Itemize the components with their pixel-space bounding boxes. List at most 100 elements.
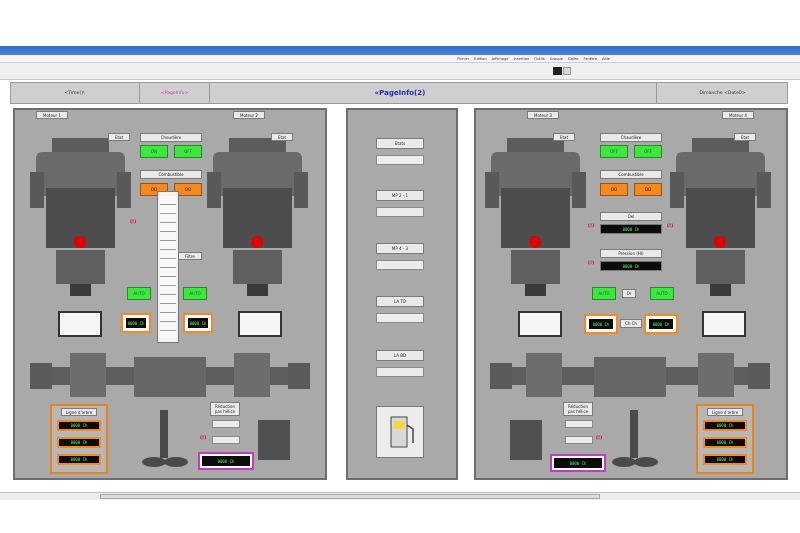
- ligne-value-r3: 0000 Ch: [703, 454, 747, 465]
- window-title-bar[interactable]: [0, 46, 800, 55]
- prop-value-box: 0000 Ch: [198, 452, 254, 470]
- menu-bar: Fichier Edition Affichage Insertion Outils Gr…: [0, 55, 800, 63]
- center-status-field[interactable]: [376, 260, 424, 270]
- oel-label: Oel: [600, 212, 662, 221]
- ligne-value-r2: 0000 Ch: [703, 437, 747, 448]
- ligne-value-3: 0000 Ch: [57, 454, 101, 465]
- center-status-field[interactable]: [376, 207, 424, 217]
- menu-item[interactable]: Insertion: [513, 56, 530, 61]
- gauge-3-value: 0000 Ch: [589, 319, 613, 329]
- combustible-label: Combustible: [140, 170, 202, 179]
- combustible-on-button-right[interactable]: OO: [600, 183, 628, 196]
- gearbox-assembly-right[interactable]: [490, 353, 770, 401]
- ligne-value-1: 0000 Ch: [57, 420, 101, 431]
- toolbar-icon[interactable]: [553, 67, 562, 75]
- header-date: Dimanche <Date0>: [656, 82, 788, 104]
- menu-item[interactable]: Fichier: [457, 56, 470, 61]
- header-bar: [10, 82, 788, 104]
- gauge-4-value: 0000 Ch: [649, 319, 673, 329]
- engine3-graphic[interactable]: [483, 138, 588, 296]
- pression-label: Pression (Hl): [600, 249, 662, 258]
- engine1-graphic[interactable]: [28, 138, 133, 296]
- propeller-icon: [140, 410, 190, 470]
- etat-label-3: Etat: [553, 133, 575, 141]
- gauge-2: 0000 Ch: [183, 313, 213, 333]
- filtre-label: Filtre: [178, 252, 202, 260]
- gauge-1: 0000 Ch: [121, 313, 151, 333]
- status-bar: [0, 492, 800, 500]
- auto-button-1[interactable]: AUTO: [127, 287, 151, 300]
- coupling-2: [238, 311, 282, 337]
- engine4-label: Moteur 4: [722, 111, 754, 119]
- engine1-label: Moteur 1: [36, 111, 68, 119]
- propeller-icon-right: [610, 410, 660, 470]
- header-time: <Time()\: [10, 82, 140, 104]
- center-status-field[interactable]: [376, 313, 424, 323]
- reduction-label: Réduction pas hélice: [210, 402, 240, 416]
- auto-button-4[interactable]: AUTO: [650, 287, 674, 300]
- pression-value: 0000 Ch: [600, 261, 662, 271]
- gauge-2-value: 0000 Ch: [188, 318, 208, 328]
- toolbar-icon[interactable]: [563, 67, 571, 75]
- gauge-4: 0000 Ch: [644, 314, 678, 334]
- gearbox-assembly[interactable]: [30, 353, 310, 401]
- gauge-mid-label: Ch Ch: [620, 319, 642, 328]
- reduction-field-r1[interactable]: [565, 420, 593, 428]
- menu-item[interactable]: Aide: [602, 56, 610, 61]
- ligne-value-2: 0000 Ch: [57, 437, 101, 448]
- combustible-off-button[interactable]: OO: [174, 183, 202, 196]
- chaudiere-off-button[interactable]: OFF: [174, 145, 202, 158]
- engine4-graphic[interactable]: [668, 138, 773, 296]
- chaudiere-label-right: Chaudière: [600, 133, 662, 142]
- etat-label: Etat: [108, 133, 130, 141]
- ligne-arbre-label-right: Ligne d'arbre: [707, 408, 743, 416]
- auto-button-2[interactable]: AUTO: [183, 287, 207, 300]
- prop-value: 0000 Ch: [202, 456, 250, 466]
- oel-value: 0000 Ch: [600, 224, 662, 234]
- menu-item[interactable]: Affichage: [491, 56, 509, 61]
- generator-block: [258, 420, 290, 460]
- chaudiere-off-button-right[interactable]: OFF: [634, 145, 662, 158]
- reduction-field-2[interactable]: [212, 436, 240, 444]
- chaudiere-on-button-right[interactable]: OFF: [600, 145, 628, 158]
- menu-item[interactable]: Cadre: [567, 56, 579, 61]
- palette-grid-icon[interactable]: [160, 196, 176, 338]
- menu-item[interactable]: Outils: [534, 56, 545, 61]
- engine2-label: Moteur 2: [233, 111, 265, 119]
- header-pageinfo: <PageInfo>: [140, 82, 210, 104]
- center-status-label: LA BD: [376, 350, 424, 361]
- center-status-field[interactable]: [376, 155, 424, 165]
- center-status-label: MP 2 - 1: [376, 190, 424, 201]
- menu-item[interactable]: Groupe: [549, 56, 563, 61]
- reduction-field-r2[interactable]: [565, 436, 593, 444]
- menu-item[interactable]: Edition: [474, 56, 487, 61]
- center-status-field[interactable]: [376, 367, 424, 377]
- engine2-graphic[interactable]: [205, 138, 310, 296]
- chaudiere-label: Chaudière: [140, 133, 202, 142]
- alarm-icon-4: (!): [588, 261, 595, 266]
- alarm-icon-6: (!): [596, 436, 603, 441]
- alarm-icon-2: (!): [200, 436, 207, 441]
- gauge-1-value: 0000 Ch: [126, 318, 146, 328]
- etat-label-4: Etat: [734, 133, 756, 141]
- toolbar: [0, 63, 800, 80]
- center-status-label: MP 4 - 3: [376, 243, 424, 254]
- prop-value-right: 0000 Ch: [554, 458, 602, 468]
- generator-block-right: [510, 420, 542, 460]
- auto-mid-label: Or: [622, 289, 636, 298]
- alarm-icon-5: (!): [667, 224, 674, 229]
- auto-button-3[interactable]: AUTO: [592, 287, 616, 300]
- gauge-3: 0000 Ch: [584, 314, 618, 334]
- reduction-field-1[interactable]: [212, 420, 240, 428]
- coupling-3: [518, 311, 562, 337]
- horizontal-scrollbar[interactable]: [100, 494, 600, 499]
- chaudiere-on-button[interactable]: ON: [140, 145, 168, 158]
- etat-label-2: Etat: [271, 133, 293, 141]
- coupling-4: [702, 311, 746, 337]
- menu-item[interactable]: Fenêtre: [583, 56, 598, 61]
- center-status-label: Etats: [376, 138, 424, 149]
- fuel-pump-icon[interactable]: [376, 406, 424, 458]
- combustible-off-button-right[interactable]: OO: [634, 183, 662, 196]
- center-status-label: LA TD: [376, 296, 424, 307]
- tool-palette[interactable]: [157, 191, 179, 343]
